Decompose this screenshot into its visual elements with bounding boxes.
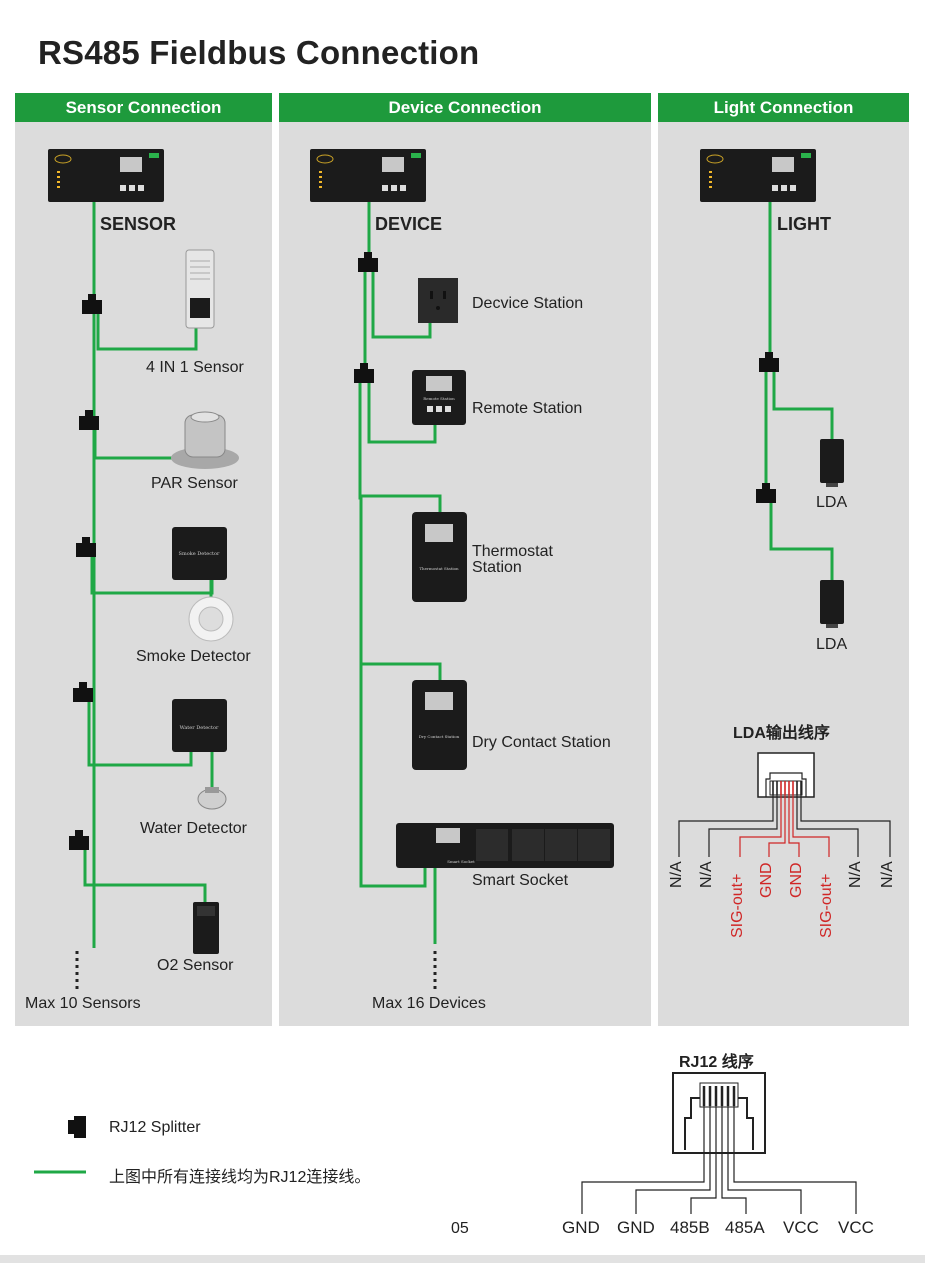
sensor-connection-panel: Sensor Connection: [15, 93, 272, 1026]
smart-socket-icon: Smart Socket: [396, 823, 614, 868]
device-connection-panel: Device Connection: [279, 93, 651, 1026]
device-label-station: Decvice Station: [472, 295, 584, 312]
sensor-wiring-diagram: Smoke Detector Water Detector: [48, 149, 239, 989]
lda-pin-6: SIG-out+: [818, 873, 835, 938]
device-label-par: PAR Sensor: [151, 475, 238, 492]
smoke-detector-icon: [188, 596, 234, 642]
lda-pin-4: GND: [758, 862, 775, 898]
device-panel-header: Device Connection: [279, 93, 651, 122]
light-wiring-diagram: [678, 149, 891, 857]
device-label-4in1: 4 IN 1 Sensor: [146, 359, 244, 376]
smoke-detector-controller-icon: Smoke Detector: [172, 527, 227, 580]
device-label-dry-contact: Dry Contact Station: [472, 734, 611, 751]
svg-text:Smoke Detector: Smoke Detector: [179, 551, 221, 557]
svg-text:Dry Contact Station: Dry Contact Station: [419, 734, 460, 739]
lda-pinout-title: LDA输出线序: [733, 725, 830, 742]
device-label-smoke: Smoke Detector: [136, 648, 251, 665]
light-connection-panel: Light Connection: [658, 93, 909, 1026]
device-label-thermostat-1: Thermostat: [472, 543, 553, 560]
device-station-icon: [418, 278, 458, 323]
lda-icon-2: [820, 580, 844, 628]
lda-icon-1: [820, 439, 844, 487]
remote-station-icon: Remote Station: [412, 370, 466, 425]
lda-pin-5: GND: [788, 862, 805, 898]
dry-contact-station-icon: Dry Contact Station: [412, 680, 467, 770]
splitter-legend-label: RJ12 Splitter: [109, 1119, 201, 1136]
page-number: 05: [451, 1220, 469, 1237]
device-wiring-diagram: Remote Station Thermostat Station Dry Co…: [310, 149, 614, 989]
rj12-pin-1: GND: [562, 1218, 600, 1237]
lda-label-1: LDA: [816, 494, 848, 511]
sensor-panel-header: Sensor Connection: [15, 93, 272, 122]
rj12-jack-icon: [581, 1072, 857, 1214]
svg-text:Smart Socket: Smart Socket: [447, 859, 475, 864]
sensor-controller: [48, 149, 164, 202]
svg-text:Thermostat Station: Thermostat Station: [419, 566, 459, 571]
rj12-pin-6: VCC: [838, 1218, 874, 1237]
thermostat-station-icon: Thermostat Station: [412, 512, 467, 602]
lda-pin-7: N/A: [847, 861, 864, 888]
device-controller: [310, 149, 426, 202]
rj12-pin-4: 485A: [725, 1218, 765, 1237]
sensor-controller-label: SENSOR: [100, 214, 177, 234]
rj12-pin-2: GND: [617, 1218, 655, 1237]
water-detector-probe-icon: [197, 787, 227, 810]
water-detector-controller-icon: Water Detector: [172, 699, 227, 752]
lda-pin-3: SIG-out+: [729, 873, 746, 938]
rj12-title: RJ12 线序: [679, 1054, 754, 1071]
lda-label-2: LDA: [816, 636, 848, 653]
rj12-pin-5: VCC: [783, 1218, 819, 1237]
rj12-pin-3: 485B: [670, 1218, 710, 1237]
page-title: RS485 Fieldbus Connection: [38, 34, 480, 71]
light-controller-label: LIGHT: [777, 214, 831, 234]
light-splitters: [756, 352, 779, 503]
lda-rj12-jack-icon: [678, 752, 891, 857]
device-label-remote: Remote Station: [472, 400, 583, 417]
sensor-splitters: [69, 294, 102, 850]
device-controller-label: DEVICE: [375, 214, 443, 234]
light-panel-header: Light Connection: [658, 93, 909, 122]
device-label-thermostat-2: Station: [472, 559, 522, 576]
4-in-1-sensor-icon: [185, 249, 215, 329]
lda-pin-2: N/A: [698, 861, 715, 888]
splitter-legend-icon: [68, 1116, 86, 1138]
lda-pin-1: N/A: [668, 861, 685, 888]
light-controller: [700, 149, 816, 202]
o2-sensor-icon: [193, 902, 219, 954]
par-sensor-icon: [171, 411, 239, 469]
svg-text:Remote Station: Remote Station: [423, 396, 455, 401]
device-splitters: [354, 252, 378, 383]
device-label-water: Water Detector: [140, 820, 247, 837]
lda-pin-8: N/A: [879, 861, 896, 888]
device-max-label: Max 16 Devices: [372, 995, 486, 1012]
wire-legend-label: 上图中所有连接线均为RJ12连接线。: [109, 1169, 371, 1186]
sensor-max-label: Max 10 Sensors: [25, 995, 141, 1012]
device-label-o2: O2 Sensor: [157, 957, 234, 974]
device-label-smart-socket: Smart Socket: [472, 872, 569, 889]
bottom-bar: [0, 1255, 925, 1263]
svg-text:Water Detector: Water Detector: [180, 725, 219, 731]
